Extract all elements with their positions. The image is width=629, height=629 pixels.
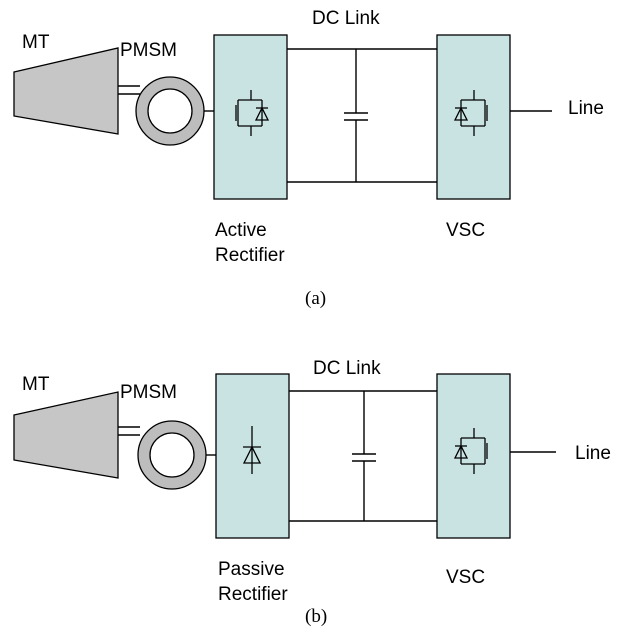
generator-label-a: PMSM xyxy=(120,40,177,61)
micro-turbine-b xyxy=(13,391,119,479)
igbt-diode-symbol-vsc-a xyxy=(453,90,488,136)
pmsm-rotor-a xyxy=(147,88,193,134)
line-label-a: Line xyxy=(568,98,604,119)
vsc-label-a: VSC xyxy=(446,220,485,241)
diagram-b: MT PMSM DC Link xyxy=(13,358,611,627)
diode-symbol-rect-b xyxy=(242,426,262,474)
turbine-label-a: MT xyxy=(22,32,50,53)
passive-rectifier-box xyxy=(215,373,290,539)
caption-b: (b) xyxy=(305,606,327,627)
active-rectifier-box xyxy=(213,34,288,200)
rectifier-label-line2-b: Rectifier xyxy=(218,584,288,605)
turbine-label-b: MT xyxy=(22,374,50,395)
line-label-b: Line xyxy=(575,443,611,464)
caption-a: (a) xyxy=(305,288,326,309)
rectifier-label-line1-a: Active xyxy=(215,220,267,241)
rectifier-label-line1-b: Passive xyxy=(218,559,285,580)
igbt-diode-symbol-vsc-b xyxy=(453,428,488,474)
dc-link-label-b: DC Link xyxy=(313,358,381,379)
vsc-box-a xyxy=(436,34,511,200)
pmsm-rotor-b xyxy=(149,432,195,478)
vsc-box-b xyxy=(436,373,511,539)
diagram-a: MT PMSM DC Link xyxy=(13,8,604,309)
generator-label-b: PMSM xyxy=(120,382,177,403)
rectifier-label-line2-a: Rectifier xyxy=(215,245,285,266)
micro-turbine-a xyxy=(13,47,119,135)
vsc-label-b: VSC xyxy=(446,567,485,588)
dc-link-label-a: DC Link xyxy=(312,8,380,29)
igbt-diode-symbol-rect-a xyxy=(235,90,270,136)
